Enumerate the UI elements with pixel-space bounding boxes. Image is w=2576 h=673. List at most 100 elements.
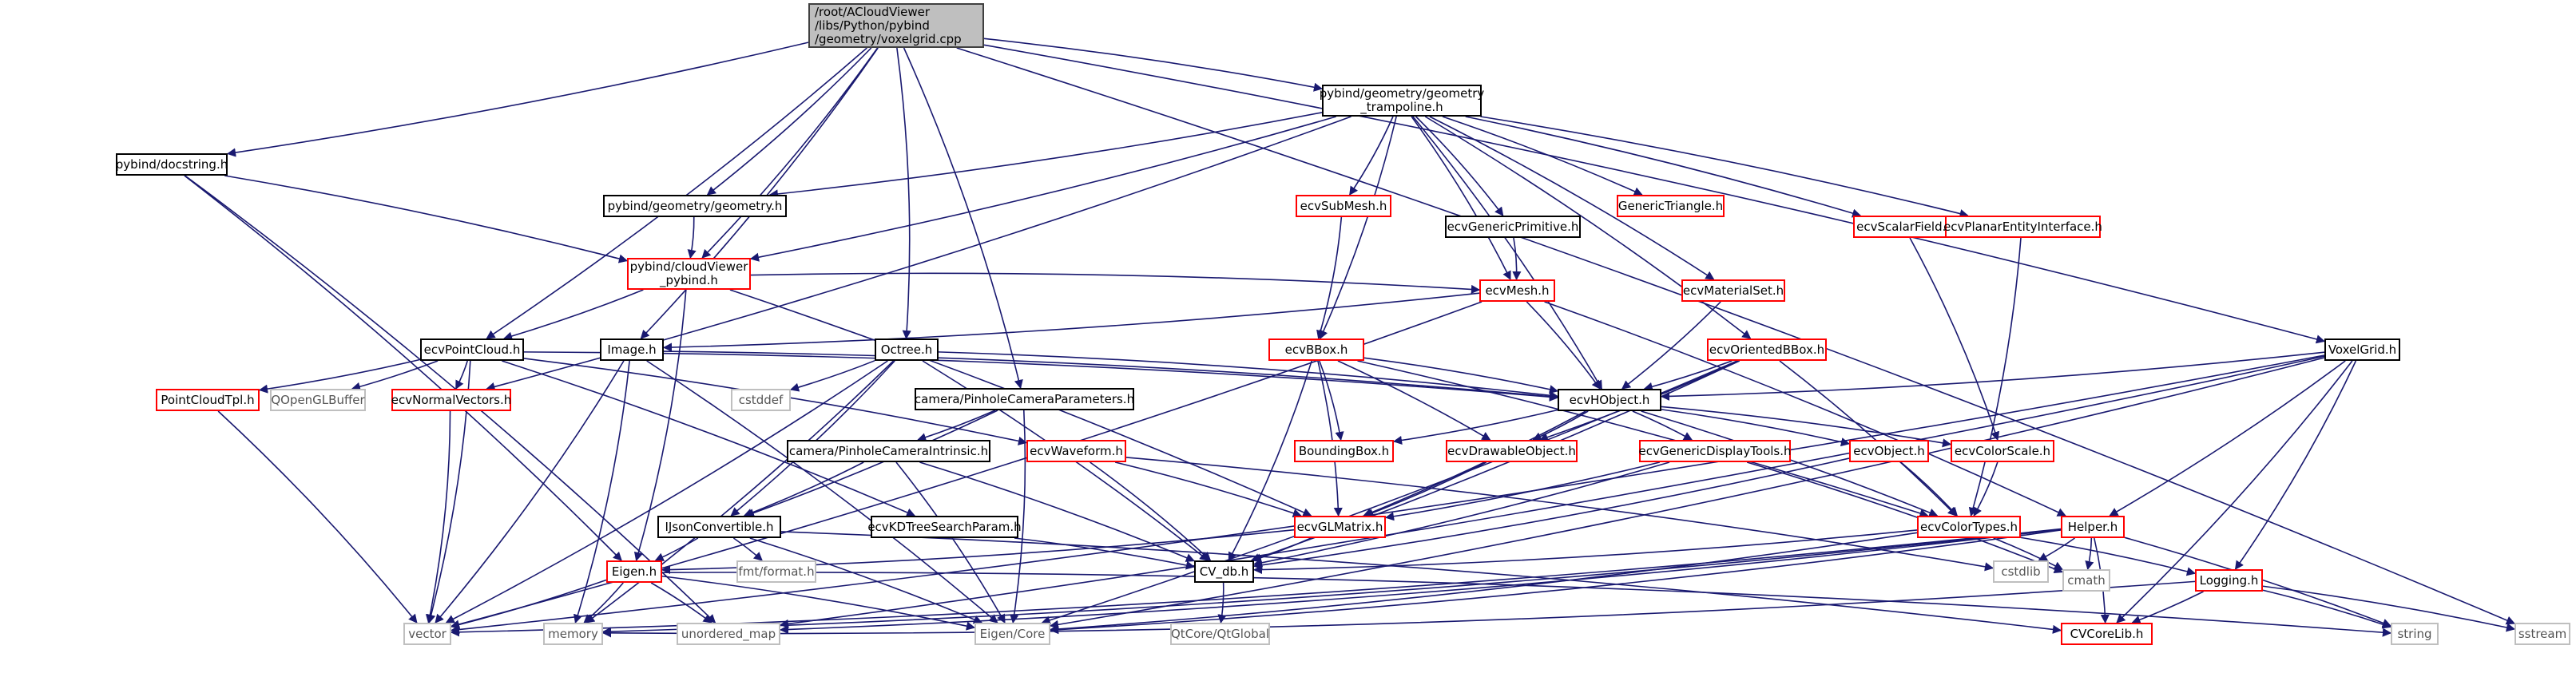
edge-trampoline-to-genericprim xyxy=(1415,116,1504,216)
edge-eigen-to-vector xyxy=(450,579,607,629)
edge-voxelgrid-to-hobject xyxy=(1660,351,2325,401)
node-generictri[interactable]: GenericTriangle.h xyxy=(1617,195,1725,217)
edge-ijson-to-cvcorelib xyxy=(780,531,2062,634)
edge-waveform-to-cstdlib xyxy=(1125,457,1995,572)
edge-trampoline-to-submesh xyxy=(1349,116,1394,196)
node-colortypes[interactable]: ecvColorTypes.h xyxy=(1917,516,2021,538)
edge-root-to-pointcloud xyxy=(486,47,867,339)
edge-logging-to-memory xyxy=(601,580,2196,638)
edge-eigen-to-string xyxy=(661,572,2392,637)
edge-submesh-to-bbox xyxy=(1316,216,1343,340)
edge-docstring-to-eigen xyxy=(184,175,622,561)
edge-eigen-to-umap xyxy=(650,582,712,624)
node-orientedbbox[interactable]: ecvOrientedBBox.h xyxy=(1707,338,1827,361)
node-pctpl[interactable]: PointCloudTpl.h xyxy=(156,389,260,411)
node-cvdb[interactable]: CV_db.h xyxy=(1194,560,1254,583)
edge-geometry-to-cvpybind xyxy=(687,216,697,259)
node-eigen[interactable]: Eigen.h xyxy=(606,560,662,583)
edge-root-to-octree xyxy=(896,47,911,340)
node-pinholeintr[interactable]: camera/PinholeCameraIntrinsic.h xyxy=(787,440,990,462)
edge-trampoline-to-generictri xyxy=(1442,116,1643,196)
edge-voxelgrid-to-eigencore xyxy=(1049,357,2325,629)
edge-helper-to-cmath xyxy=(2085,537,2094,571)
node-voxelgrid[interactable]: VoxelGrid.h xyxy=(2324,338,2400,361)
node-root[interactable]: /root/ACloudViewer /libs/Python/pybind /… xyxy=(808,3,984,48)
edge-kdtree-to-cvdb xyxy=(1014,537,1196,570)
edge-root-to-image xyxy=(640,47,879,339)
edge-pinholeparams-to-ijson xyxy=(744,410,998,517)
node-genericprim[interactable]: ecvGenericPrimitive.h xyxy=(1445,216,1581,238)
edge-helper-to-memory xyxy=(601,529,2062,636)
edge-bbox-to-colortypes xyxy=(1357,360,1929,518)
node-normals[interactable]: ecvNormalVectors.h xyxy=(391,389,511,411)
node-pinholeparams[interactable]: camera/PinholeCameraParameters.h xyxy=(915,388,1134,410)
node-fmt: fmt/format.h xyxy=(736,560,816,583)
edge-root-to-pinholeparams xyxy=(903,47,1023,390)
node-docstring[interactable]: pybind/docstring.h xyxy=(116,153,228,176)
edge-pinholeparams-to-eigencore xyxy=(1010,410,1026,624)
node-octree[interactable]: Octree.h xyxy=(875,338,939,361)
node-glmatrix[interactable]: ecvGLMatrix.h xyxy=(1294,516,1386,538)
node-mesh[interactable]: ecvMesh.h xyxy=(1479,279,1555,302)
node-pointcloud[interactable]: ecvPointCloud.h xyxy=(420,338,524,361)
edge-mesh-to-helper xyxy=(1544,301,2066,517)
edge-trampoline-to-geometry xyxy=(768,112,1323,199)
node-planar[interactable]: ecvPlanarEntityInterface.h xyxy=(1943,216,2102,238)
edge-colortypes-to-eigencore xyxy=(1049,532,1918,634)
node-cvcorelib[interactable]: CVCoreLib.h xyxy=(2061,623,2153,645)
node-memory: memory xyxy=(543,623,603,645)
node-materialset[interactable]: ecvMaterialSet.h xyxy=(1681,279,1785,302)
edge-gendisplay-to-cmath xyxy=(1746,461,2064,573)
edge-colorscale-to-colortypes xyxy=(1973,461,1998,517)
node-boundingbox[interactable]: BoundingBox.h xyxy=(1294,440,1394,462)
edge-octree-to-vector xyxy=(445,360,888,624)
edge-orientedbbox-to-hobject xyxy=(1643,360,1733,391)
node-ijson[interactable]: IJsonConvertible.h xyxy=(657,516,781,538)
edge-cvpybind-to-pointcloud xyxy=(502,289,644,341)
node-gendisplay[interactable]: ecvGenericDisplayTools.h xyxy=(1638,440,1792,462)
edge-trampoline-to-bbox xyxy=(1319,116,1397,340)
edge-gendisplay-to-cvdb xyxy=(1252,461,1670,568)
edge-ijson-to-fmt xyxy=(732,537,763,561)
edge-pointcloud-to-kdtree xyxy=(502,360,916,517)
node-bbox[interactable]: ecvBBox.h xyxy=(1268,338,1364,361)
edge-mesh-to-hobject xyxy=(1526,301,1601,390)
edge-image-to-memory xyxy=(574,360,630,624)
node-helper[interactable]: Helper.h xyxy=(2061,516,2125,538)
node-drawable[interactable]: ecvDrawableObject.h xyxy=(1446,440,1578,462)
edge-pointcloud-to-qopengl xyxy=(351,360,439,391)
edge-trampoline-to-cvpybind xyxy=(749,116,1336,262)
edge-root-to-voxelgrid xyxy=(983,44,2326,344)
node-scalarfield[interactable]: ecvScalarField.h xyxy=(1853,216,1957,238)
node-object[interactable]: ecvObject.h xyxy=(1849,440,1929,462)
node-waveform[interactable]: ecvWaveform.h xyxy=(1026,440,1126,462)
node-colorscale[interactable]: ecvColorScale.h xyxy=(1951,440,2054,462)
node-string: string xyxy=(2391,623,2439,645)
edge-ijson-to-eigen xyxy=(654,537,699,561)
edge-trampoline-to-hobject xyxy=(1412,116,1602,390)
node-cvpybind[interactable]: pybind/cloudViewer _pybind.h xyxy=(627,258,751,290)
node-qtglobal: QtCore/QtGlobal xyxy=(1170,623,1270,645)
edge-pointcloud-to-normals xyxy=(455,360,468,390)
edge-trampoline-to-scalarfield xyxy=(1465,116,1862,218)
edge-hobject-to-drawable xyxy=(1532,410,1589,441)
node-hobject[interactable]: ecvHObject.h xyxy=(1558,389,1661,411)
edge-logging-to-sstream xyxy=(2262,585,2516,632)
node-kdtree[interactable]: ecvKDTreeSearchParam.h xyxy=(867,516,1022,538)
edge-planar-to-colortypes xyxy=(1968,237,2022,517)
edge-pctpl-to-vector xyxy=(217,410,418,624)
node-submesh[interactable]: ecvSubMesh.h xyxy=(1296,195,1391,217)
edge-hobject-to-glmatrix xyxy=(1363,410,1586,517)
node-geometry[interactable]: pybind/geometry/geometry.h xyxy=(603,195,787,217)
node-eigencore: Eigen/Core xyxy=(974,623,1050,645)
edge-normals-to-vector xyxy=(425,410,451,624)
node-logging[interactable]: Logging.h xyxy=(2195,569,2263,592)
node-trampoline[interactable]: pybind/geometry/geometry _trampoline.h xyxy=(1320,85,1484,117)
edge-layer xyxy=(184,38,2516,638)
edge-bbox-to-glmatrix xyxy=(1317,360,1343,517)
edge-voxelgrid-to-vector xyxy=(450,354,2325,635)
node-image[interactable]: Image.h xyxy=(600,338,664,361)
edge-pinholeintr-to-ijson xyxy=(743,461,864,517)
edge-octree-to-cstddef xyxy=(789,360,875,392)
edge-hobject-to-boundingbox xyxy=(1392,409,1558,445)
